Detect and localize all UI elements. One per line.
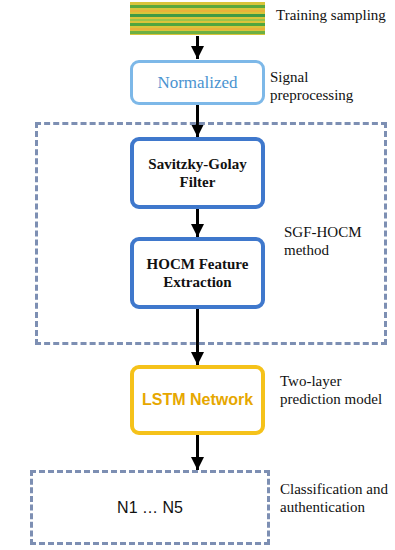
node-text: LSTM Network xyxy=(142,390,253,409)
process-box: Normalized xyxy=(130,60,265,105)
process-box: Savitzky-Golay Filter xyxy=(130,137,265,209)
method-group: SGF-HOCM method Savitzky-Golay FilterHOCM… xyxy=(35,122,387,345)
flow-arrow xyxy=(196,105,199,137)
flow-arrow xyxy=(196,309,199,365)
side-label: Signal preprocessing xyxy=(270,68,393,104)
node-text: SGF-HOCM method xyxy=(284,223,382,259)
flow-arrow xyxy=(196,209,199,237)
node-text: Normalized xyxy=(157,73,237,93)
side-label: Classification and authentication xyxy=(280,480,390,516)
process-box: HOCM Feature Extraction xyxy=(130,237,265,309)
input-arrow xyxy=(196,36,199,59)
node-text: HOCM Feature Extraction xyxy=(134,255,261,291)
side-label: Two-layer prediction model xyxy=(280,372,390,408)
output-group: N1 … N5 xyxy=(30,470,270,545)
flow-arrow xyxy=(196,435,199,470)
node-text: Savitzky-Golay Filter xyxy=(134,155,261,191)
signal-sample-image xyxy=(130,2,265,35)
model-box: LSTM Network xyxy=(130,365,265,435)
node-text: N1 … N5 xyxy=(117,499,183,517)
side-label: Training sampling xyxy=(276,6,393,24)
